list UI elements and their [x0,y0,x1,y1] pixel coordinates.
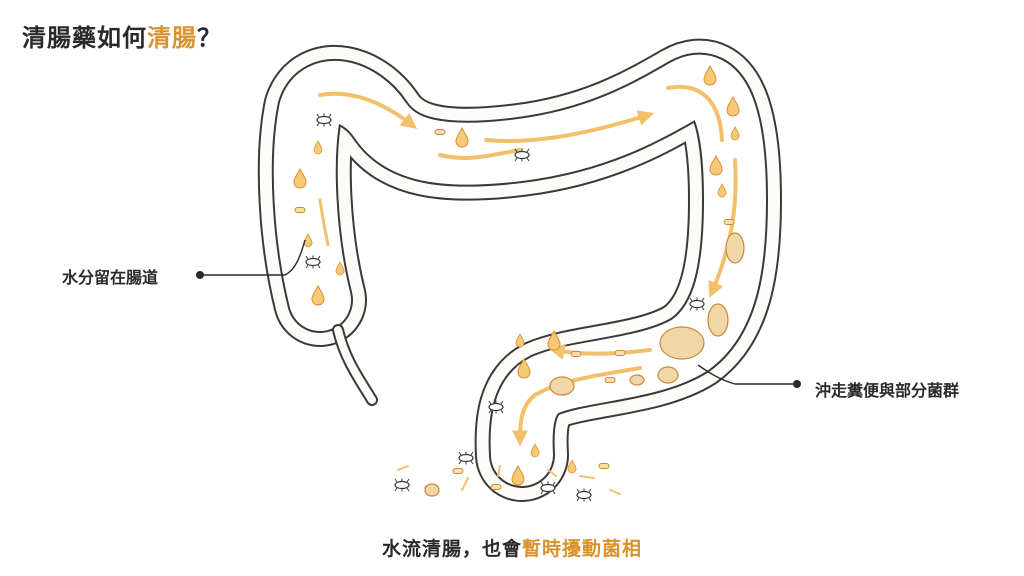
caption-prefix: 水流清腸，也會 [381,538,522,560]
page-title: 清腸藥如何清腸？ [22,18,222,53]
leader-right [697,364,801,388]
caption-highlight: 暫時擾動菌相 [522,538,643,560]
title-suffix: ？ [197,24,222,52]
title-highlight: 清腸 [147,24,197,52]
flow-arrows [318,84,738,447]
label-water-retained: 水分留在腸道 [62,268,159,287]
stool-lumps [424,232,745,497]
leader-left [196,239,306,279]
caption: 水流清腸，也會暫時擾動菌相 [0,534,1024,561]
title-prefix: 清腸藥如何 [22,24,147,52]
label-flush-stool: 沖走糞便與部分菌群 [815,381,960,400]
scatter-flecks [397,465,621,495]
